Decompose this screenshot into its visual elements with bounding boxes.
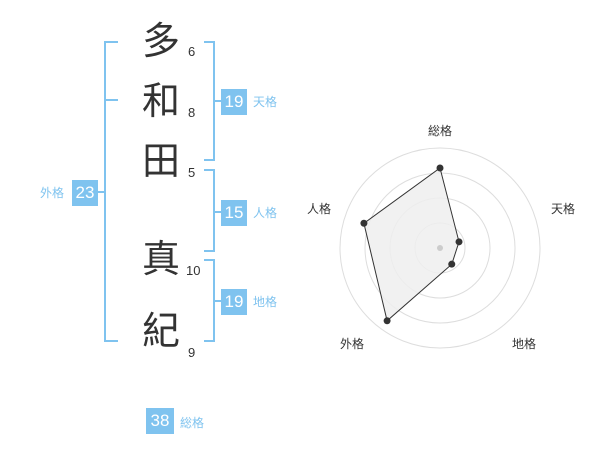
radar-point-jinkaku: [360, 219, 368, 227]
radar-grid: [339, 147, 541, 349]
radar-points: [360, 164, 463, 325]
stroke-count-5: 9: [188, 345, 196, 360]
radar-label-tenkaku: 天格: [551, 202, 576, 216]
chikaku-bracket-connector: [213, 300, 221, 302]
radar-label-soukaku: 総格: [428, 124, 453, 138]
tenkaku-label: 天格: [253, 95, 278, 109]
stroke-count-4: 10: [186, 263, 201, 278]
radar-label-chikaku: 地格: [512, 337, 537, 351]
radar-point-chikaku: [448, 260, 456, 268]
gaikaku-bracket: [104, 41, 118, 342]
radar-label-jinkaku: 人格: [307, 202, 332, 216]
radar-center-dot: [437, 245, 443, 251]
name-char-3: 田: [141, 139, 180, 183]
radar-point-soukaku: [436, 164, 444, 172]
radar-polygon: [363, 167, 460, 322]
name-char-2: 和: [141, 79, 180, 123]
radar-label-gaikaku: 外格: [340, 337, 365, 351]
name-char-1: 多: [141, 19, 180, 63]
stroke-count-1: 6: [188, 44, 196, 59]
chikaku-value: 19: [221, 289, 247, 315]
stroke-count-2: 8: [188, 105, 196, 120]
gaikaku-bracket-mid-tick: [104, 99, 118, 101]
radar-grid-ring: [339, 147, 541, 349]
radar-point-tenkaku: [455, 238, 463, 246]
name-char-5: 紀: [141, 309, 180, 353]
jinkaku-bracket: [204, 169, 215, 252]
name-char-4: 真: [141, 237, 180, 281]
radar-grid-ring: [389, 197, 491, 299]
gaikaku-label: 外格: [40, 186, 65, 200]
jinkaku-label: 人格: [253, 206, 278, 220]
radar-point-gaikaku: [383, 317, 391, 325]
tenkaku-value: 19: [221, 89, 247, 115]
stroke-count-3: 5: [188, 165, 196, 180]
jinkaku-value: 15: [221, 200, 247, 226]
chikaku-label: 地格: [253, 295, 278, 309]
soukaku-value: 38: [146, 408, 174, 434]
soukaku-label: 総格: [180, 416, 205, 430]
radar-grid-ring: [364, 172, 516, 324]
tenkaku-bracket-connector: [213, 100, 221, 102]
jinkaku-bracket-connector: [213, 211, 221, 213]
gaikaku-value: 23: [72, 180, 98, 206]
radar-grid-ring: [414, 222, 466, 274]
gaikaku-bracket-connector: [96, 191, 106, 193]
